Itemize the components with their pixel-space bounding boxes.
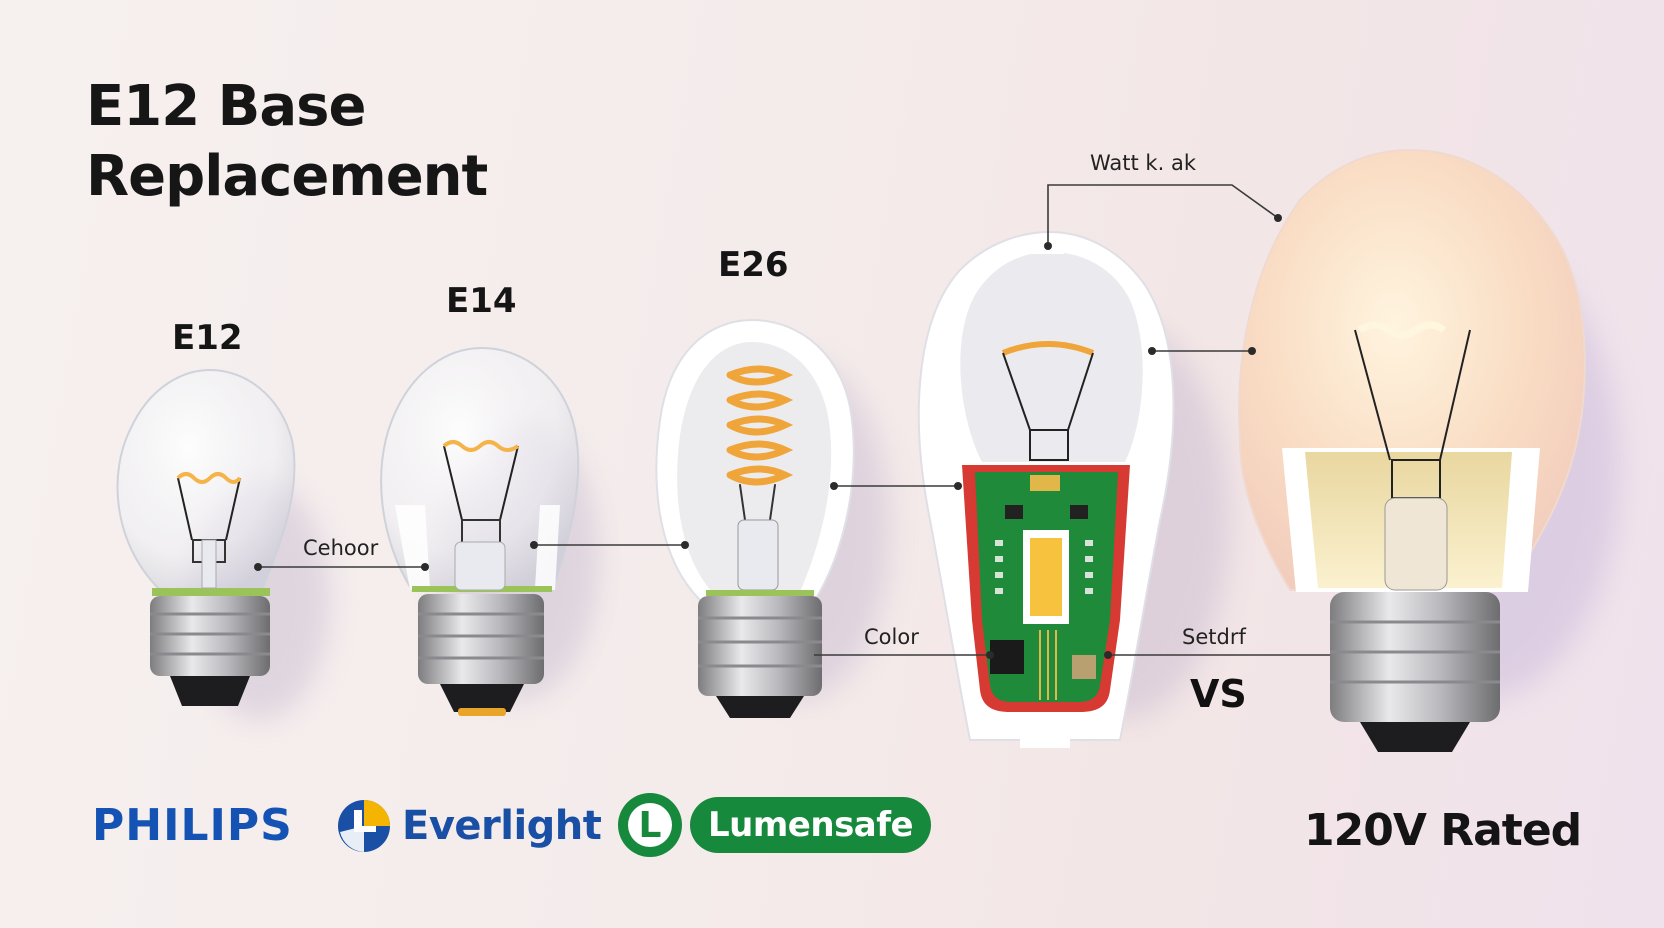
label-e14: E14 [446, 281, 517, 321]
label-e26: E26 [718, 245, 789, 285]
glowing-base [1330, 592, 1500, 752]
label-e12: E12 [172, 318, 243, 358]
vs-label: VS [1190, 672, 1247, 716]
annotation-setdrf: Setdrf [1182, 625, 1246, 649]
everlight-mark-icon [338, 800, 390, 852]
e14-base [418, 594, 544, 716]
e26-base [698, 596, 822, 718]
rated-label: 120V Rated [1304, 805, 1582, 856]
e26-spiral-filament [726, 365, 794, 521]
philips-logo: PHILIPS [92, 800, 293, 851]
bulb-led-cutaway [917, 230, 1175, 748]
annotation-color: Color [864, 625, 919, 649]
led-cutaway-filament [1001, 341, 1095, 461]
annotation-cehoor: Cehoor [303, 536, 379, 560]
pcb-components [990, 475, 1096, 700]
page-title: E12 Base Replacement [86, 72, 488, 212]
everlight-wordmark: Everlight [402, 803, 602, 849]
bulb-glowing [1238, 148, 1586, 752]
lumensafe-logo: L Lumensafe [618, 790, 932, 860]
annotation-wattage: Watt k. ak [1090, 151, 1196, 175]
bulb-e12 [116, 368, 296, 706]
lumensafe-wordmark: Lumensafe [690, 797, 932, 853]
callout-dots [254, 214, 1282, 659]
lumensafe-mark-icon: L [618, 793, 682, 857]
title-line-1: E12 Base [86, 74, 366, 139]
e12-filament [176, 472, 242, 563]
bulb-e14 [380, 346, 580, 716]
bulb-e26 [655, 318, 855, 718]
title-line-2: Replacement [86, 144, 488, 209]
e12-base [150, 596, 270, 706]
lumensafe-mark-letter: L [628, 803, 672, 847]
callout-lines [258, 184, 1330, 656]
everlight-logo: Everlight [336, 796, 602, 856]
